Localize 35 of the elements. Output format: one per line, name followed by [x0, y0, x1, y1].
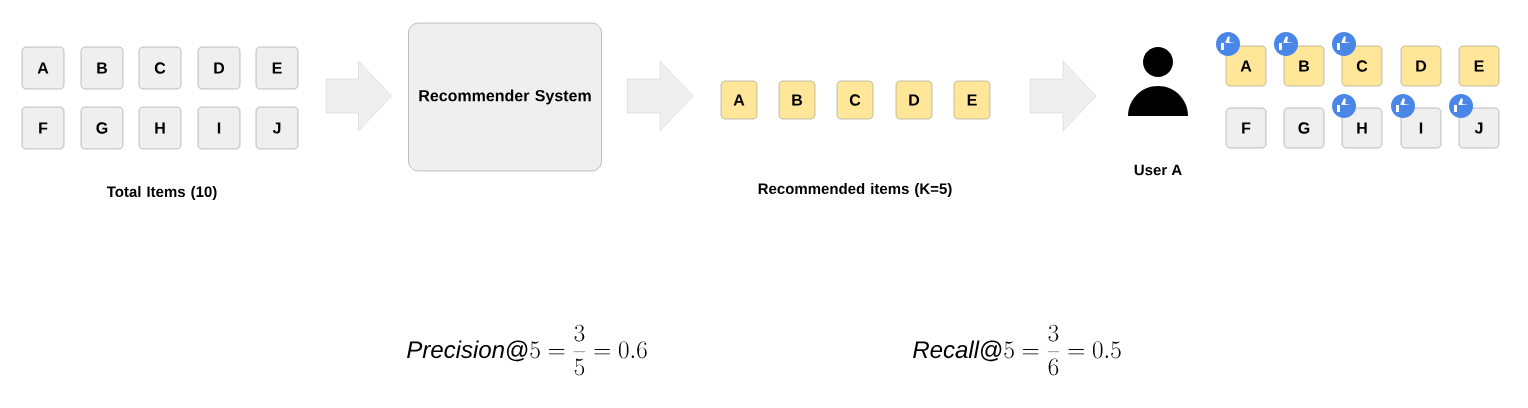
- item-box: B: [80, 46, 124, 90]
- item-box: A: [21, 46, 65, 90]
- item-box: I: [1400, 107, 1442, 149]
- item-box: E: [255, 46, 299, 90]
- formula: $\mathit{Precision}@5 = \frac{3}{5} = 0.6$: [407, 324, 647, 376]
- item-box: A: [720, 80, 758, 120]
- item-box: J: [1458, 107, 1500, 149]
- item-box: I: [197, 106, 241, 150]
- block-arrow: [325, 60, 392, 132]
- system-box: Recommender System: [408, 22, 602, 172]
- item-box: H: [138, 106, 182, 150]
- item-box: F: [1225, 107, 1267, 149]
- caption: Recommended items (K=5): [758, 183, 952, 197]
- item-box: D: [895, 80, 933, 120]
- block-arrow: [627, 60, 694, 132]
- block-arrow: [1029, 60, 1097, 132]
- item-box: E: [1458, 45, 1500, 87]
- item-box: D: [197, 46, 241, 90]
- item-box: G: [80, 106, 124, 150]
- item-box: G: [1283, 107, 1325, 149]
- item-box: C: [138, 46, 182, 90]
- item-box: J: [255, 106, 299, 150]
- item-box: B: [1283, 45, 1325, 87]
- item-box: C: [836, 80, 874, 120]
- item-box: D: [1400, 45, 1442, 87]
- caption: Total Items (10): [106, 186, 217, 200]
- item-box: E: [953, 80, 991, 120]
- item-box: C: [1341, 45, 1383, 87]
- formula: $\mathit{Recall}@5 = \frac{3}{6} = 0.5$: [913, 324, 1121, 376]
- item-box: H: [1341, 107, 1383, 149]
- item-box: A: [1225, 45, 1267, 87]
- item-box: F: [21, 106, 65, 150]
- user-label: User A: [1134, 164, 1182, 176]
- item-box: B: [778, 80, 816, 120]
- person-icon: [1128, 47, 1188, 116]
